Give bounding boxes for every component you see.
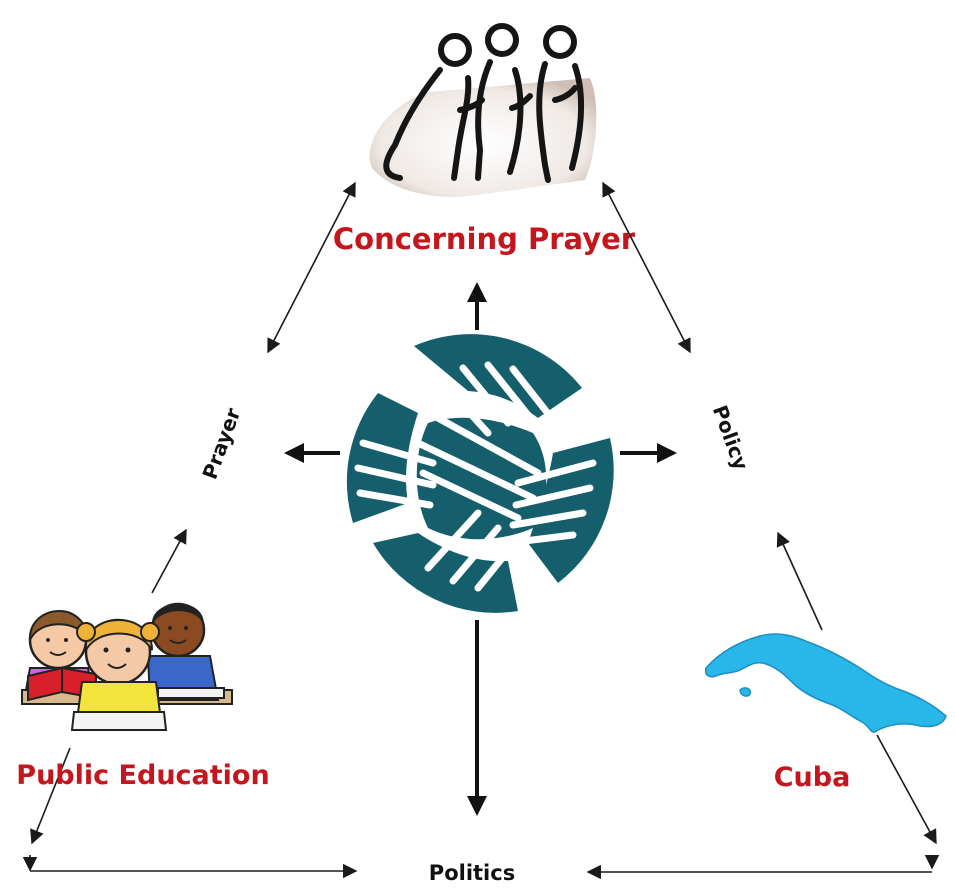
joined-hands-emblem xyxy=(346,334,614,613)
spoke-label-policy: Policy xyxy=(708,402,753,473)
public-education-title: Public Education xyxy=(16,760,269,791)
connector-left-up xyxy=(151,528,187,594)
connector-right-up xyxy=(776,531,823,631)
cuba-title: Cuba xyxy=(774,762,851,793)
spoke-label-politics: Politics xyxy=(429,861,515,885)
triangle-connectors xyxy=(22,181,940,880)
center-spokes xyxy=(284,282,677,816)
spoke-label-prayer: Prayer xyxy=(198,405,246,483)
connector-top-left xyxy=(267,181,356,354)
praying-figures-icon xyxy=(369,23,597,197)
cuba-map-icon xyxy=(704,633,947,733)
students-reading-icon xyxy=(21,602,233,731)
connector-left-down xyxy=(30,747,71,845)
connector-right-down xyxy=(876,734,937,845)
connector-top-right xyxy=(602,181,691,354)
concerning-prayer-title: Concerning Prayer xyxy=(333,222,636,256)
